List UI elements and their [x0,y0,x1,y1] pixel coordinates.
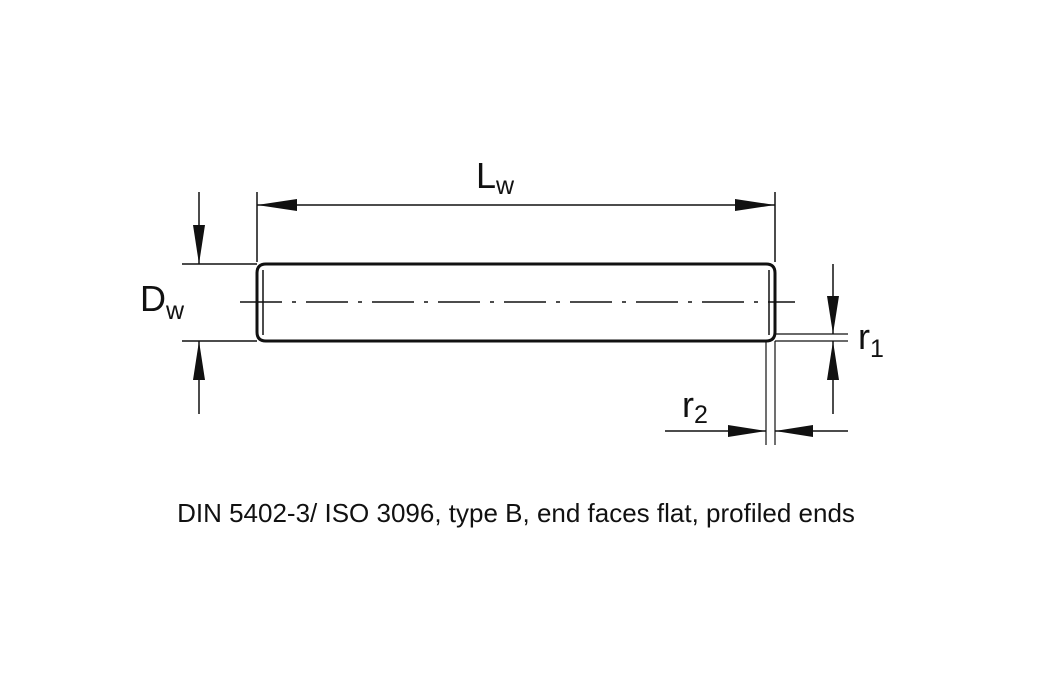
r2-arrow-left [728,425,766,437]
dw-label: Dw [140,278,185,325]
dw-arrow-bottom [193,341,205,380]
r2-label: r2 [682,384,708,429]
lw-arrow-left [257,199,297,211]
r1-arrow-bottom [827,341,839,380]
drawing-caption: DIN 5402-3/ ISO 3096, type B, end faces … [177,498,855,528]
r2-arrow-right [775,425,813,437]
r1-arrow-top [827,296,839,334]
dw-arrow-top [193,225,205,264]
lw-label: Lw [476,155,515,200]
lw-arrow-right [735,199,775,211]
r1-label: r1 [858,316,884,363]
